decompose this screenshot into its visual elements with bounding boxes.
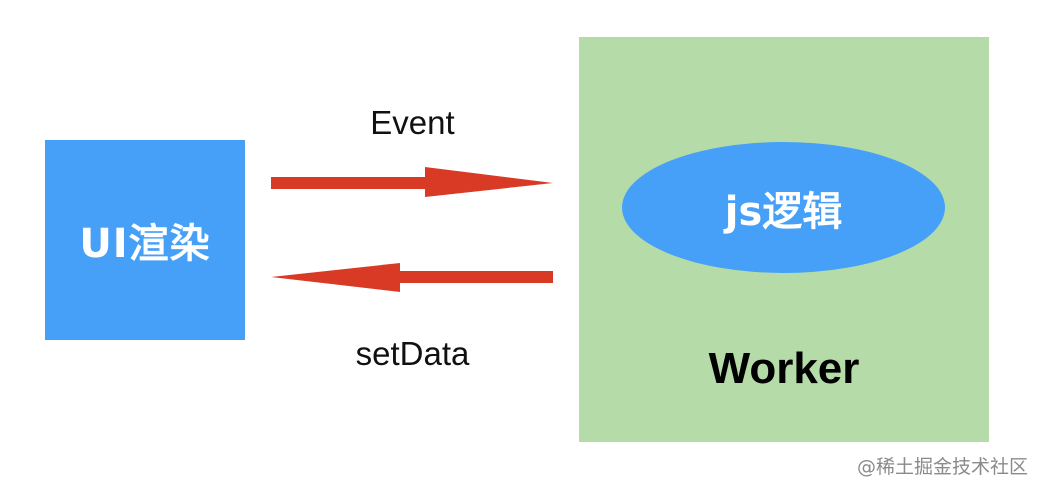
js-logic-label: js逻辑 (724, 188, 843, 235)
ui-render-box: UI渲染 (45, 140, 245, 340)
setdata-arrow (271, 263, 553, 292)
setdata-label: setData (355, 335, 470, 372)
event-label: Event (370, 104, 455, 141)
watermark: @稀土掘金技术社区 (856, 456, 1028, 478)
js-logic-ellipse: js逻辑 (622, 142, 945, 273)
event-arrow (271, 167, 553, 197)
worker-label: Worker (708, 344, 860, 393)
ui-render-label: UI渲染 (79, 221, 211, 267)
